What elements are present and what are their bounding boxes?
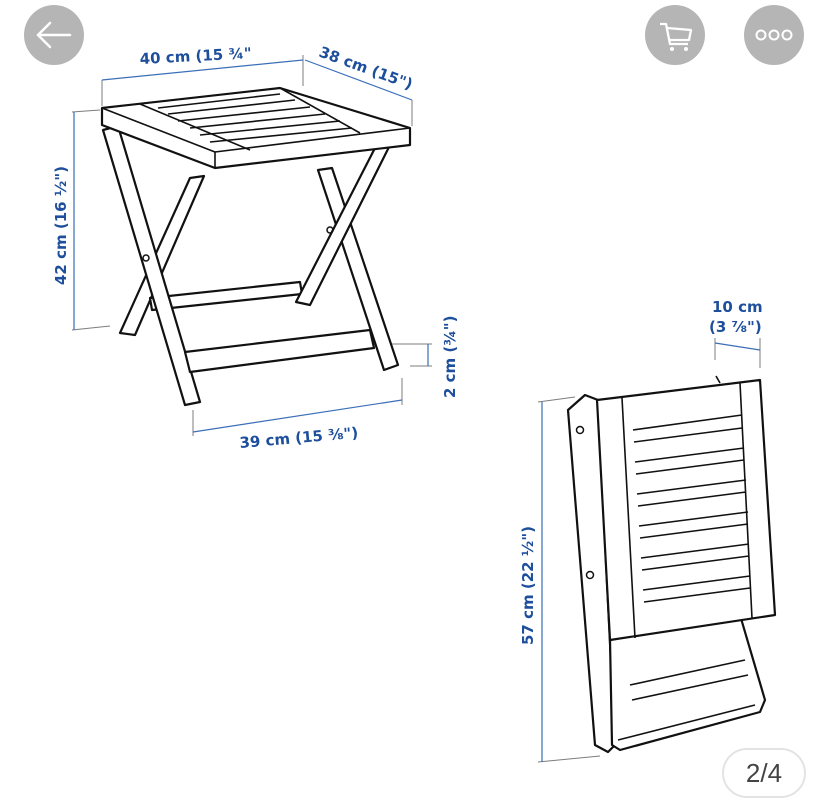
svg-text:39 cm (15 ⅜"): 39 cm (15 ⅜") — [239, 424, 359, 452]
cart-button[interactable] — [645, 5, 705, 65]
back-button[interactable] — [24, 5, 84, 65]
svg-text:(3 ⅞"): (3 ⅞") — [709, 318, 762, 336]
more-options-button[interactable] — [744, 5, 804, 65]
svg-text:38 cm (15"): 38 cm (15") — [317, 43, 415, 94]
svg-text:42 cm (16 ½"): 42 cm (16 ½") — [52, 166, 70, 285]
dimension-folded-thickness: 10 cm (3 ⅞") — [709, 298, 763, 368]
svg-text:2 cm (¾"): 2 cm (¾") — [441, 316, 459, 398]
dimension-base-width: 39 cm (15 ⅜") — [192, 378, 403, 452]
dimension-foot-height: 2 cm (¾") — [392, 316, 459, 398]
arrow-left-icon — [36, 21, 72, 49]
page-counter-label: 2/4 — [745, 757, 783, 788]
open-stool-drawing — [100, 86, 412, 407]
dimension-folded-height: 57 cm (22 ½") — [519, 396, 601, 763]
dimension-width: 40 cm (15 ¾" — [101, 44, 304, 106]
page-counter: 2/4 — [722, 748, 806, 798]
svg-text:10 cm: 10 cm — [712, 298, 763, 316]
more-horizontal-icon — [755, 29, 793, 41]
shopping-cart-icon — [660, 22, 693, 51]
dimension-height: 42 cm (16 ½") — [52, 109, 111, 331]
folded-stool-drawing — [566, 375, 777, 754]
svg-text:57 cm (22 ½"): 57 cm (22 ½") — [519, 526, 537, 645]
svg-text:40 cm (15 ¾": 40 cm (15 ¾" — [139, 44, 252, 68]
